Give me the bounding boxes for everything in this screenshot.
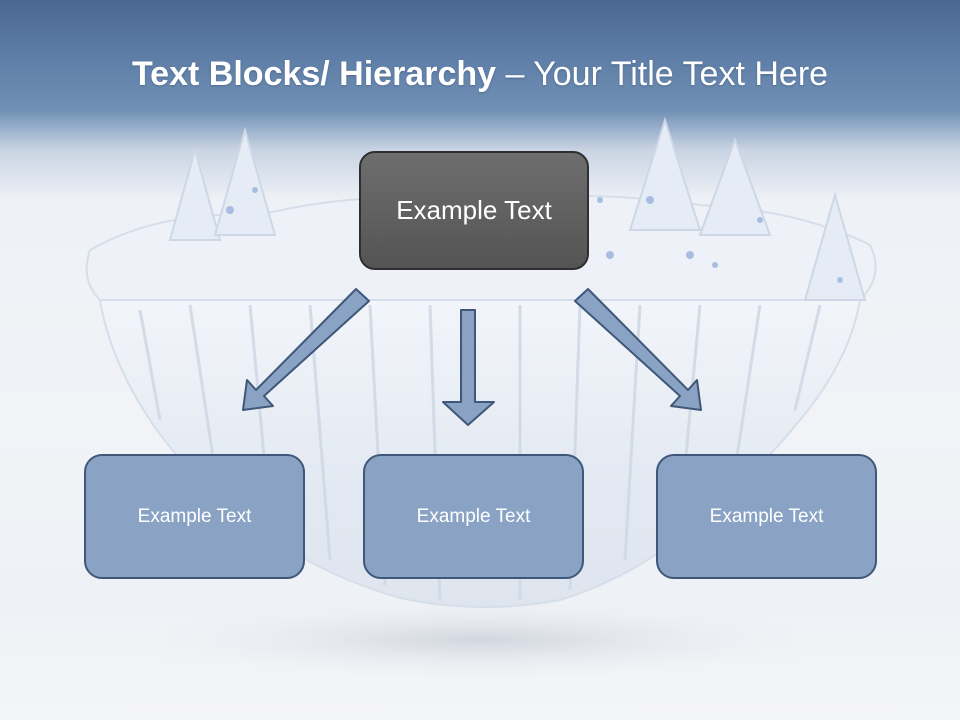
child-box-center-label: Example Text — [416, 505, 531, 527]
child-box-right-label: Example Text — [709, 505, 824, 527]
slide-title-rest: Your Title Text Here — [533, 55, 829, 93]
slide-title-bold: Text Blocks/ Hierarchy — [131, 55, 497, 93]
top-level-box-label: Example Text — [396, 195, 552, 225]
child-box-right: Example Text — [656, 454, 877, 579]
child-box-center: Example Text — [363, 454, 584, 579]
slide-title-separator: – — [496, 55, 534, 93]
slide-title: Text Blocks/ Hierarchy – Your Title Text… — [0, 52, 960, 96]
top-level-box: Example Text — [359, 151, 589, 270]
child-box-left: Example Text — [84, 454, 305, 579]
child-box-left-label: Example Text — [137, 505, 252, 527]
